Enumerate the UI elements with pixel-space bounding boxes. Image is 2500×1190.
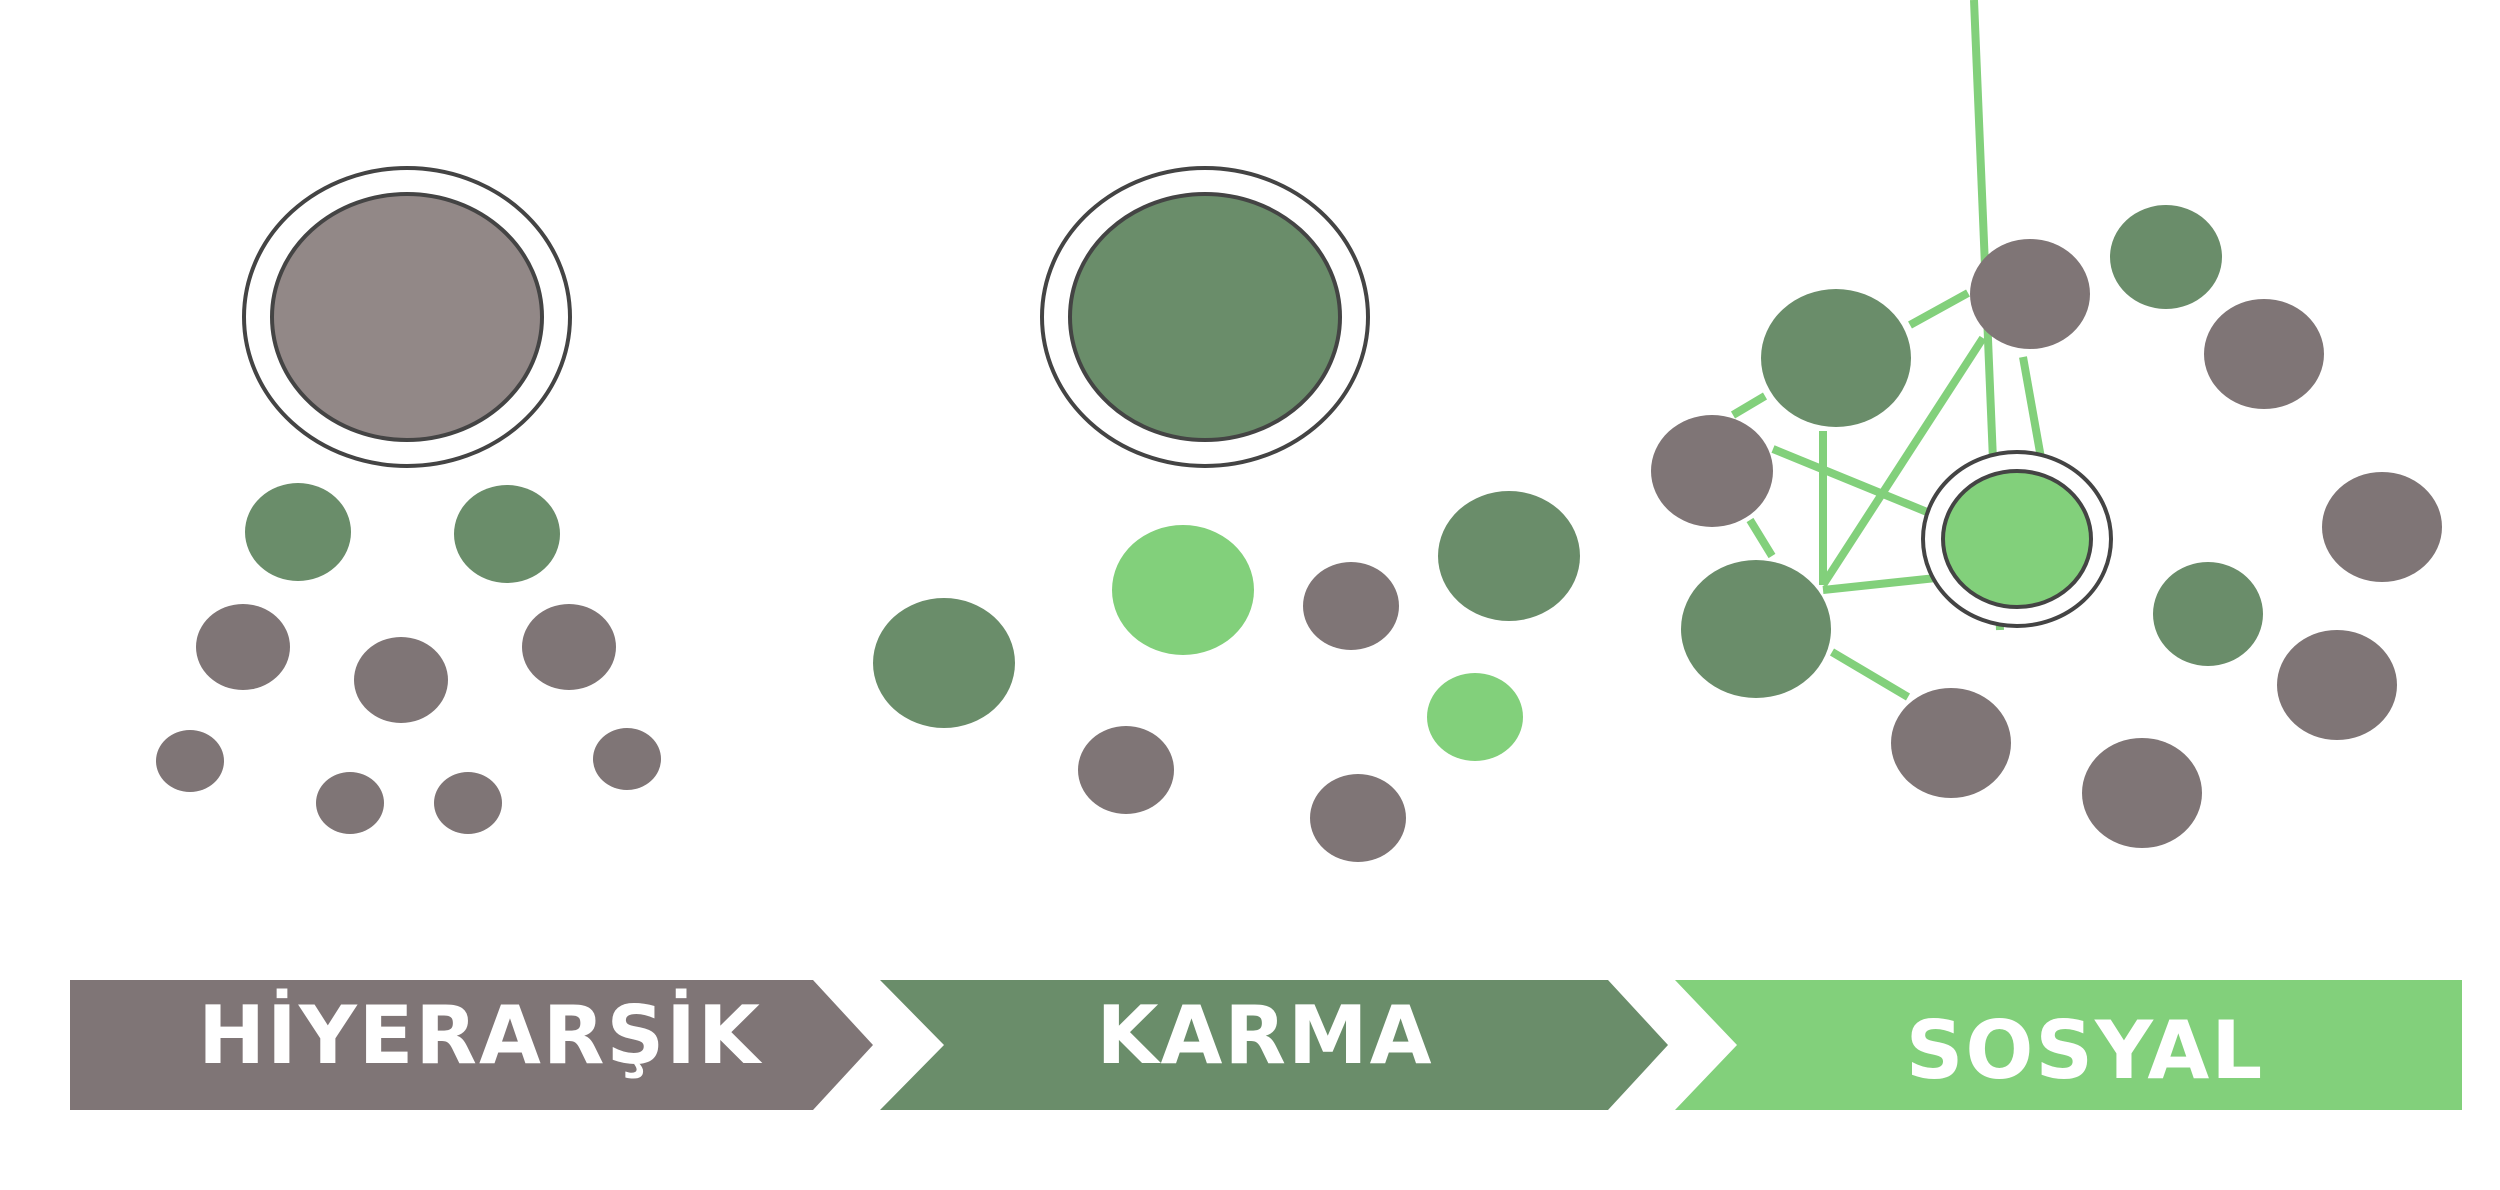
connection-line — [1829, 648, 1911, 701]
member-node — [1891, 688, 2011, 798]
member-node — [2277, 630, 2397, 740]
connection-line — [1771, 445, 1929, 516]
member-node — [434, 772, 502, 834]
banner-mixed: KARMA — [880, 980, 1668, 1110]
banner-shape — [1675, 980, 2462, 1110]
member-node — [454, 485, 560, 583]
banner-label-social: SOSYAL — [1906, 1004, 2264, 1097]
member-node — [1438, 491, 1580, 621]
connection-line — [1822, 574, 1937, 594]
member-node — [1310, 774, 1406, 862]
banner-social: SOSYAL — [1675, 980, 2462, 1110]
member-node — [2110, 205, 2222, 309]
member-node — [316, 772, 384, 834]
member-node — [873, 598, 1015, 728]
banner-label-mixed: KARMA — [1096, 989, 1433, 1082]
hierarchical-group — [156, 166, 661, 834]
connection-line — [2019, 356, 2045, 459]
member-node — [2322, 472, 2442, 582]
connection-line — [1819, 335, 1987, 588]
member-node — [1112, 525, 1254, 655]
member-node — [522, 604, 616, 690]
leader-inner-circle — [1941, 469, 2093, 609]
member-node — [196, 604, 290, 690]
connection-line — [1908, 289, 1970, 329]
banner-label-hierarchical: HİYERARŞİK — [198, 988, 763, 1082]
leader-inner-circle — [270, 192, 544, 442]
banner-hierarchical: HİYERARŞİK — [70, 980, 873, 1110]
member-node — [354, 637, 448, 723]
banner-shape — [70, 980, 873, 1110]
member-node — [1681, 560, 1831, 698]
social-group — [1651, 0, 2442, 848]
hierarchical-leader-node — [242, 166, 572, 468]
member-node — [2153, 562, 2263, 666]
member-node — [156, 730, 224, 792]
member-node — [1970, 239, 2090, 349]
member-node — [2204, 299, 2324, 409]
member-node — [1761, 289, 1911, 427]
member-node — [2082, 738, 2202, 848]
banner-shape — [880, 980, 1668, 1110]
leader-inner-circle — [1068, 192, 1342, 442]
member-node — [1303, 562, 1399, 650]
social-leader-node — [1921, 450, 2113, 628]
connection-line — [1730, 392, 1768, 419]
member-node — [1427, 673, 1523, 761]
member-node — [245, 483, 351, 581]
member-node — [1078, 726, 1174, 814]
mixed-group — [873, 166, 1580, 862]
mixed-leader-node — [1040, 166, 1370, 468]
connection-line — [1746, 517, 1776, 559]
member-node — [593, 728, 661, 790]
member-node — [1651, 415, 1773, 527]
